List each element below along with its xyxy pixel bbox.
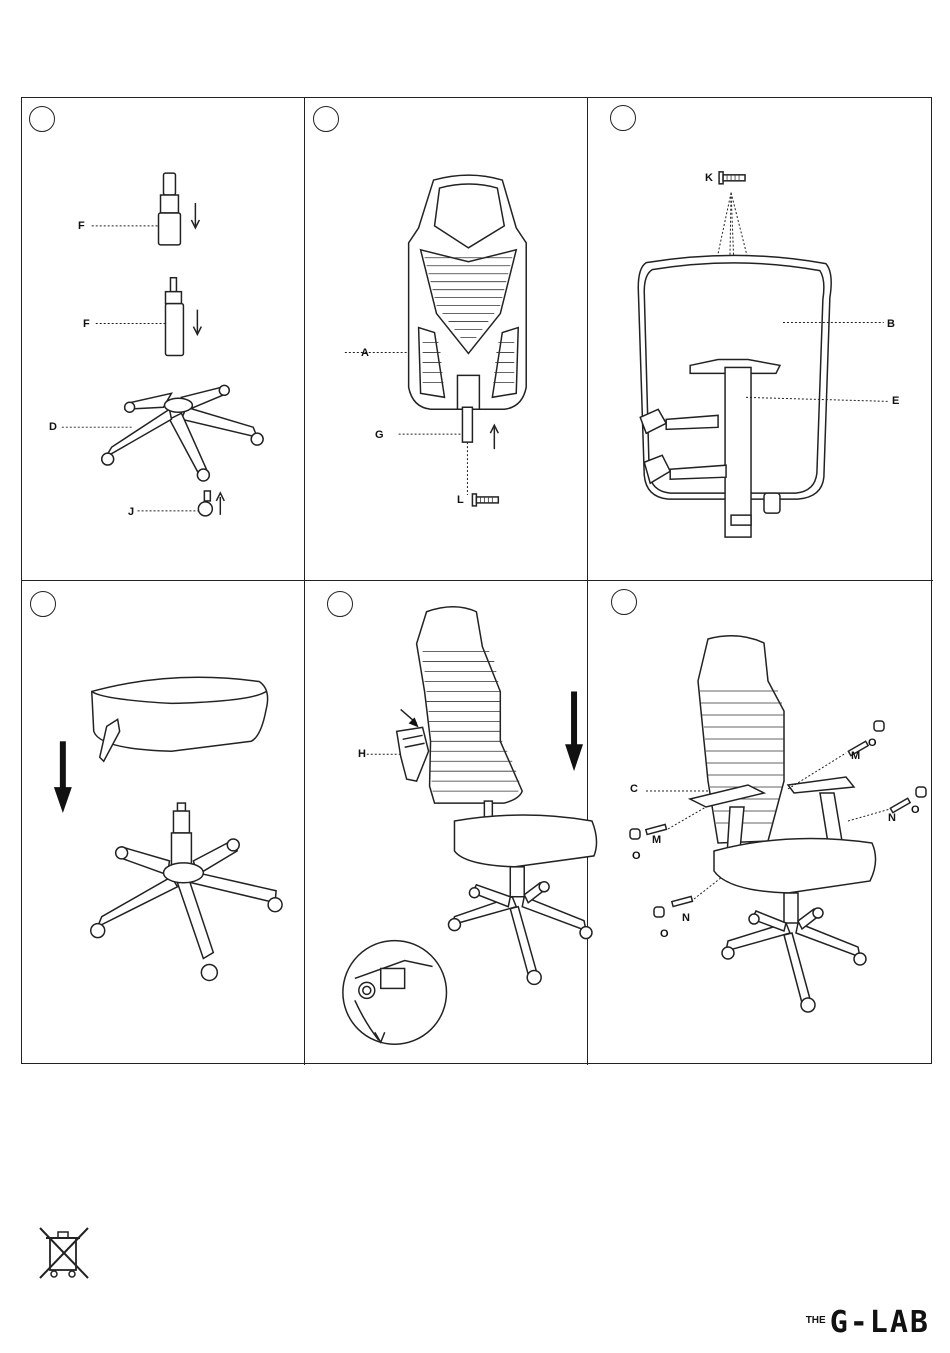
label-M-upper: M xyxy=(851,751,860,762)
assembly-diagram-grid: F F D J xyxy=(21,97,932,1064)
brand-logo: THE G-LAB xyxy=(806,1308,930,1338)
gas-lift-on-base-icon xyxy=(171,803,191,865)
label-O-left-upper: O xyxy=(632,851,641,862)
caster-wheel-icon xyxy=(198,491,224,516)
step-1-panel: F F D J xyxy=(22,98,305,581)
step-4-illustration xyxy=(22,581,304,1065)
label-O-upper: O xyxy=(868,738,877,749)
label-F-upper: F xyxy=(78,221,85,232)
arrow-down-icon xyxy=(565,691,583,771)
assembled-chair-icon xyxy=(690,636,876,1012)
label-B: B xyxy=(887,319,895,330)
step-5-panel: H xyxy=(305,581,588,1065)
step-3-illustration xyxy=(588,98,933,580)
label-A: A xyxy=(361,348,369,359)
seat-cushion-icon xyxy=(92,677,268,761)
backrest-front-icon xyxy=(409,175,527,409)
screw-icon xyxy=(719,172,745,184)
label-J: J xyxy=(128,507,134,518)
step-1-illustration xyxy=(22,98,304,580)
arrow-down-icon xyxy=(54,741,72,813)
label-E: E xyxy=(892,396,899,407)
label-K: K xyxy=(705,173,713,184)
label-O-left-lower: O xyxy=(660,929,669,940)
step-2-panel: A G L xyxy=(305,98,588,581)
step-2-illustration xyxy=(305,98,587,580)
label-C: C xyxy=(630,784,638,795)
brand-prefix: THE xyxy=(806,1315,826,1326)
label-L: L xyxy=(457,495,464,506)
step-5-illustration xyxy=(305,581,587,1065)
label-N-right: N xyxy=(888,813,896,824)
step-4-panel xyxy=(22,581,305,1065)
seat-on-base-icon xyxy=(448,815,596,984)
arrow-icon xyxy=(401,709,419,727)
detail-zoom-icon xyxy=(343,941,447,1045)
label-M-lower: M xyxy=(652,835,661,846)
gas-lift-cylinder-icon xyxy=(165,278,183,356)
screw-icon xyxy=(472,494,498,506)
step-3-panel: K B E xyxy=(588,98,933,581)
crossed-bin-icon xyxy=(36,1224,92,1282)
side-cover-icon xyxy=(397,727,429,781)
brand-name: G-LAB xyxy=(830,1308,930,1338)
label-N-lower: N xyxy=(682,913,690,924)
five-star-base-icon xyxy=(102,385,263,481)
label-F-lower: F xyxy=(83,319,90,330)
step-6-illustration xyxy=(588,581,933,1065)
gas-lift-cover-icon xyxy=(159,173,181,245)
label-D: D xyxy=(49,422,57,433)
arrow-down-icon xyxy=(191,203,201,335)
step-6-panel: C M O M O N O N O xyxy=(588,581,933,1065)
label-H: H xyxy=(358,749,366,760)
backrest-side-icon xyxy=(417,607,523,823)
label-G: G xyxy=(375,430,384,441)
backrest-rear-icon xyxy=(638,255,831,537)
label-O-right: O xyxy=(911,805,920,816)
